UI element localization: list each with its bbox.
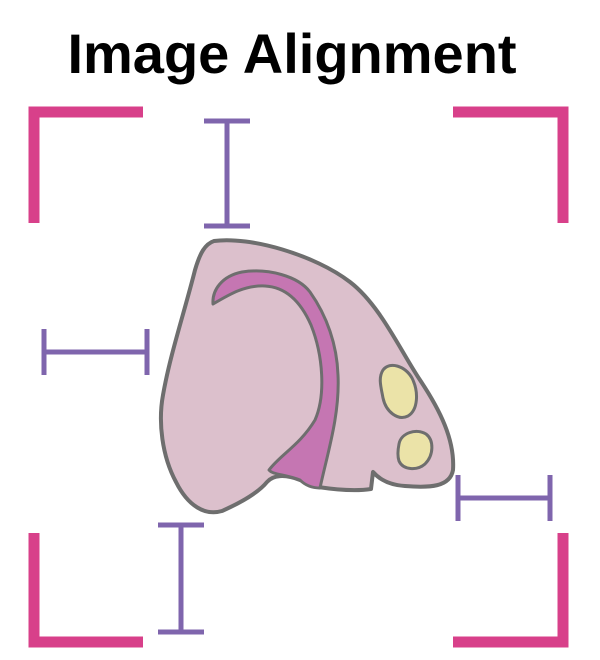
yellow-spot-upper <box>378 363 418 419</box>
margin-markers <box>41 118 553 635</box>
corner-bracket-top-right <box>453 106 569 223</box>
corner-brackets <box>28 106 569 648</box>
yellow-spot-lower <box>396 429 434 470</box>
corner-bracket-bottom-right <box>453 533 569 648</box>
inner-region <box>211 269 340 490</box>
tissue-outline <box>158 238 456 515</box>
corner-bracket-top-left <box>28 106 143 223</box>
tissue-section <box>158 238 456 515</box>
margin-marker-top <box>204 118 250 229</box>
margin-marker-bottom <box>158 522 204 635</box>
diagram-title: Image Alignment <box>67 22 517 85</box>
margin-marker-right <box>455 475 553 521</box>
corner-bracket-bottom-left <box>28 533 143 648</box>
margin-marker-left <box>41 329 150 375</box>
